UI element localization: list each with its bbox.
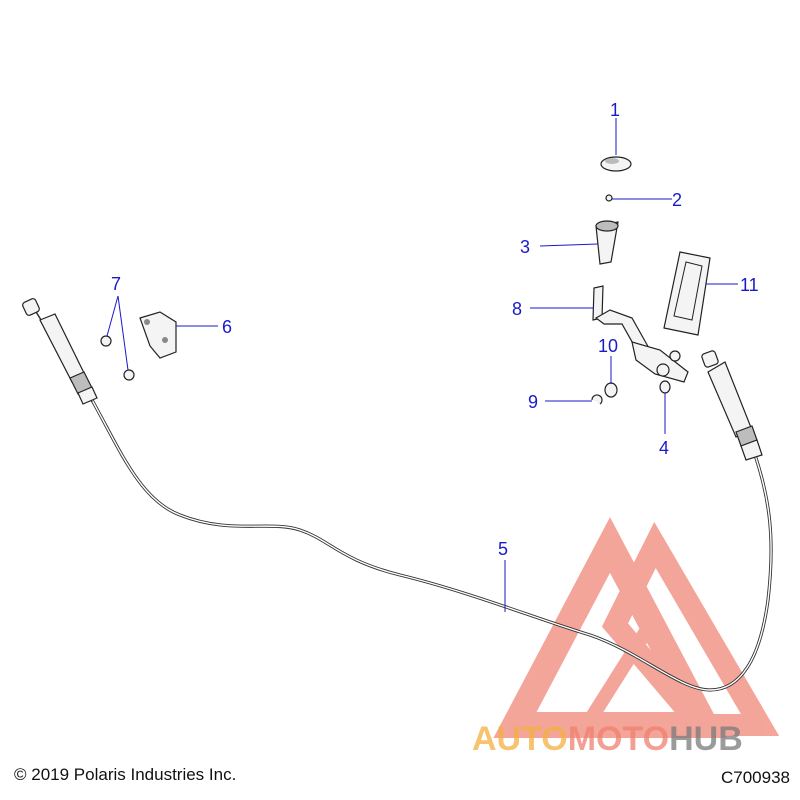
callout-3: 3 <box>520 237 530 257</box>
screw-2 <box>605 194 613 202</box>
callout-2: 2 <box>672 190 682 210</box>
callout-8: 8 <box>512 299 522 319</box>
callout-9: 9 <box>528 392 538 412</box>
watermark-auto: AUTO <box>472 720 568 758</box>
callout-6: 6 <box>222 317 232 337</box>
callout-labels: 1 2 3 4 5 6 7 8 9 10 11 <box>111 100 759 559</box>
callout-5: 5 <box>498 539 508 559</box>
handle-3 <box>595 220 619 265</box>
svg-text:AUTOMOTOHUB: AUTOMOTOHUB <box>472 720 743 758</box>
clip-9 <box>591 394 603 405</box>
callout-4: 4 <box>659 438 669 458</box>
cable-left-end <box>22 298 98 405</box>
callout-10: 10 <box>598 336 618 356</box>
mount-bracket-6 <box>139 311 177 359</box>
knob-cap-1 <box>600 156 632 172</box>
callout-7: 7 <box>111 274 121 294</box>
watermark-hub: HUB <box>669 720 743 758</box>
callout-1: 1 <box>610 100 620 120</box>
watermark-logo <box>493 517 780 738</box>
boot-11 <box>663 251 711 336</box>
leader-lines <box>106 118 738 612</box>
drawing-code: C700938 <box>720 768 790 787</box>
bracket-plate <box>631 341 689 383</box>
nut-4 <box>659 380 671 394</box>
watermark-moto: MOTO <box>568 720 669 758</box>
cable-assembly-5 <box>22 298 773 692</box>
bolts-7 <box>100 335 135 381</box>
cable-right-end <box>701 350 763 461</box>
watermark-text: AUTOMOTOHUB <box>472 720 743 758</box>
bushing-10 <box>604 382 618 398</box>
copyright-notice: © 2019 Polaris Industries Inc. <box>14 765 237 784</box>
callout-11: 11 <box>740 275 759 295</box>
